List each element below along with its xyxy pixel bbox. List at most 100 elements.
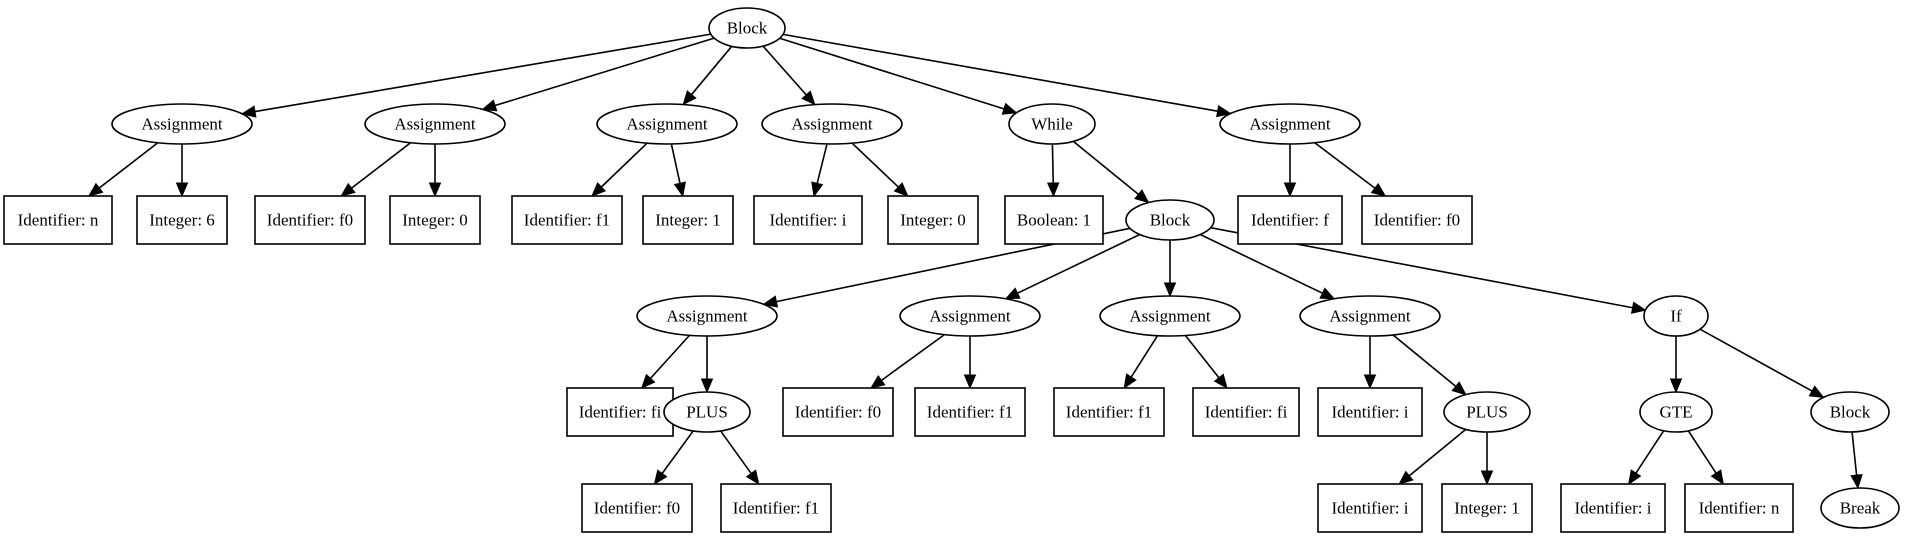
edge-n24-n34 bbox=[1699, 328, 1825, 398]
arrow-head-icon bbox=[591, 182, 607, 197]
node-n25: Identifier: fi bbox=[566, 387, 674, 437]
node-n22: Assignment bbox=[1099, 295, 1241, 337]
node-n29: Identifier: f1 bbox=[1053, 387, 1165, 437]
node-n1: Block bbox=[708, 7, 786, 49]
arrow-head-icon bbox=[653, 469, 668, 486]
node-n23: Assignment bbox=[1299, 295, 1441, 337]
node-label: Identifier: i bbox=[1332, 403, 1409, 422]
node-label: GTE bbox=[1659, 403, 1692, 422]
edge-n6-n17 bbox=[1072, 140, 1150, 204]
edge-n1-n7 bbox=[782, 33, 1232, 118]
edge-line bbox=[1017, 233, 1141, 294]
edge-line bbox=[851, 142, 899, 188]
box-node-shape bbox=[782, 387, 894, 437]
ellipse-node-shape bbox=[1008, 103, 1096, 145]
edge-line bbox=[600, 142, 648, 188]
edge-line bbox=[254, 33, 711, 113]
ellipse-node-shape bbox=[596, 103, 738, 145]
node-label: Identifier: fi bbox=[1205, 403, 1288, 422]
edge-n17-n23 bbox=[1199, 233, 1336, 300]
arrow-head-icon bbox=[682, 90, 697, 106]
edge-line bbox=[494, 37, 715, 107]
node-label: Identifier: fi bbox=[579, 403, 662, 422]
edge-n24-n33 bbox=[1669, 336, 1683, 394]
edge-line bbox=[782, 33, 1218, 113]
edge-n1-n4 bbox=[682, 45, 733, 106]
edge-line bbox=[690, 45, 733, 96]
edge-n6-n16 bbox=[1046, 143, 1060, 198]
node-n16: Boolean: 1 bbox=[1004, 195, 1104, 245]
box-node-shape bbox=[136, 195, 228, 245]
arrow-head-icon bbox=[893, 182, 909, 197]
node-n36: Identifier: f1 bbox=[720, 483, 832, 533]
node-label: Block bbox=[727, 19, 768, 38]
edge-n33-n40 bbox=[1687, 430, 1724, 486]
edge-n1-n6 bbox=[779, 37, 1018, 115]
ellipse-node-shape bbox=[1639, 391, 1713, 433]
node-n20: Assignment bbox=[636, 295, 778, 337]
node-label: Identifier: f bbox=[1251, 211, 1329, 230]
box-node-shape bbox=[1317, 483, 1423, 533]
node-n31: Identifier: i bbox=[1317, 387, 1423, 437]
edge-n21-n28 bbox=[963, 336, 977, 390]
box-node-shape bbox=[720, 483, 832, 533]
node-label: Integer: 1 bbox=[655, 211, 721, 230]
edge-n2-n8 bbox=[87, 142, 159, 197]
arrow-head-icon bbox=[1669, 378, 1683, 394]
node-label: Block bbox=[1150, 211, 1191, 230]
edge-line bbox=[351, 142, 412, 189]
arrow-head-icon bbox=[1004, 287, 1021, 300]
node-n4: Assignment bbox=[596, 103, 738, 145]
node-n24: If bbox=[1643, 295, 1709, 337]
edge-n2-n9 bbox=[175, 144, 189, 198]
edge-n5-n15 bbox=[851, 142, 909, 197]
node-label: Integer: 0 bbox=[900, 211, 966, 230]
ellipse-node-shape bbox=[708, 7, 786, 49]
node-n26: PLUS bbox=[663, 391, 751, 433]
node-label: PLUS bbox=[1466, 403, 1508, 422]
node-label: Integer: 0 bbox=[402, 211, 468, 230]
box-node-shape bbox=[3, 195, 113, 245]
node-n8: Identifier: n bbox=[3, 195, 113, 245]
node-n5: Assignment bbox=[761, 103, 903, 145]
node-label: Assignment bbox=[626, 115, 708, 134]
node-label: Identifier: f1 bbox=[524, 211, 610, 230]
edge-n7-n18 bbox=[1283, 144, 1297, 198]
edge-line bbox=[1699, 328, 1813, 392]
node-label: Identifier: i bbox=[1575, 499, 1652, 518]
box-node-shape bbox=[1192, 387, 1300, 437]
edge-line bbox=[1199, 233, 1323, 294]
node-n27: Identifier: f0 bbox=[782, 387, 894, 437]
edge-n17-n22 bbox=[1163, 240, 1177, 298]
box-node-shape bbox=[1053, 387, 1165, 437]
box-node-shape bbox=[389, 195, 481, 245]
node-n40: Identifier: n bbox=[1684, 483, 1794, 533]
edge-line bbox=[98, 142, 159, 189]
box-node-shape bbox=[914, 387, 1026, 437]
node-n10: Identifier: f0 bbox=[254, 195, 366, 245]
node-label: Identifier: f1 bbox=[927, 403, 1013, 422]
arrow-head-icon bbox=[1370, 182, 1387, 197]
ellipse-node-shape bbox=[1820, 487, 1900, 529]
arrow-head-icon bbox=[640, 373, 656, 389]
arrow-head-icon bbox=[1628, 469, 1642, 486]
edge-line bbox=[661, 430, 694, 474]
node-n11: Integer: 0 bbox=[389, 195, 481, 245]
node-label: Integer: 6 bbox=[149, 211, 215, 230]
arrow-head-icon bbox=[1134, 189, 1150, 204]
edge-n23-n31 bbox=[1363, 336, 1377, 390]
node-n7: Assignment bbox=[1219, 103, 1361, 145]
edge-n21-n27 bbox=[869, 333, 945, 389]
edge-n3-n10 bbox=[340, 142, 412, 197]
arrow-head-icon bbox=[1808, 385, 1825, 398]
edge-n32-n37 bbox=[1398, 428, 1467, 485]
edge-n7-n19 bbox=[1314, 142, 1387, 197]
arrow-head-icon bbox=[1630, 301, 1647, 314]
arrow-head-icon bbox=[1398, 470, 1414, 485]
edge-n17-n21 bbox=[1004, 233, 1141, 300]
edge-n22-n29 bbox=[1123, 335, 1159, 390]
node-n18: Identifier: f bbox=[1237, 195, 1343, 245]
ellipse-node-shape bbox=[1643, 295, 1709, 337]
